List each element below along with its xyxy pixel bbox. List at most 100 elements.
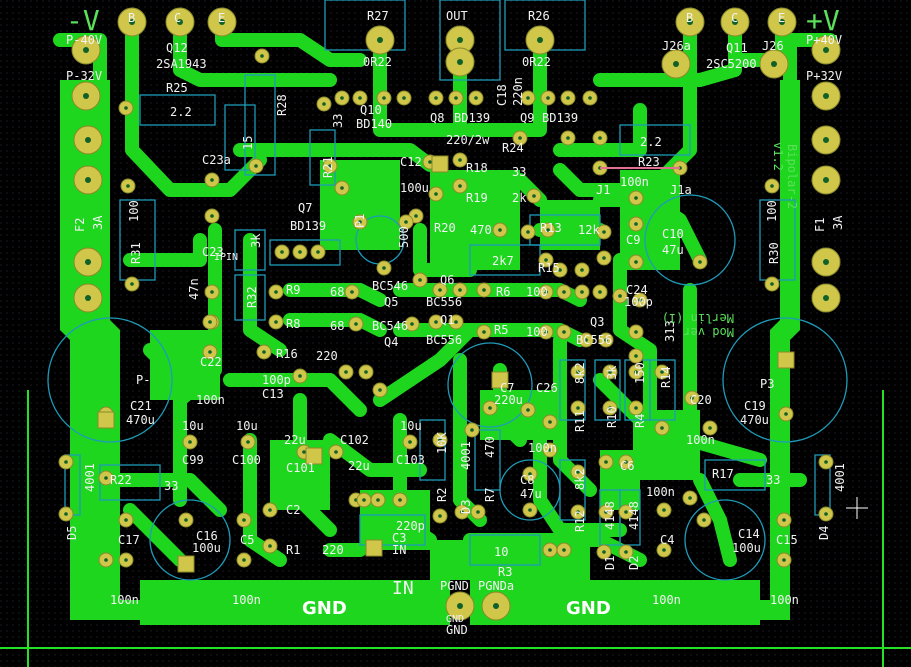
value-c21: 470u [126,413,155,427]
value-c8: 47u [520,487,542,501]
drill-hole [598,290,602,294]
square-pad[interactable] [97,411,115,429]
value-d2: 4148 [627,501,641,530]
value-r13: 12k [578,223,600,237]
drill-hole [457,603,463,609]
drill-hole [362,498,366,502]
label-r9: R9 [286,283,300,297]
drill-hole [210,214,214,218]
label-c17: C17 [118,533,140,547]
drill-hole [378,388,382,392]
square-pad[interactable] [305,447,323,465]
label-q7: Q7 [298,201,312,215]
drill-hole [476,510,480,514]
drill-hole [698,260,702,264]
drill-hole [598,136,602,140]
value-c12: 100u [400,181,429,195]
label-c101: C101 [286,461,315,475]
drill-hole [660,426,664,430]
label-c99: C99 [182,453,204,467]
component-outlines [47,0,848,581]
label-d3: D3 [459,500,473,514]
rating-f1: 3A [831,215,845,230]
drill-hole [64,512,68,516]
value-r17: 33 [766,473,780,487]
square-pad[interactable] [431,155,449,173]
square-pad[interactable] [491,371,509,389]
label-c21: C21 [130,399,152,413]
label-r26: R26 [528,9,550,23]
square-pad[interactable] [177,555,195,573]
drill-hole [340,96,344,100]
drill-hole [438,438,442,442]
value-c6: 100n [646,485,675,499]
drill-hole [316,250,320,254]
value-r31: 100 [127,200,141,222]
drill-hole [823,295,829,301]
value-r26: 0R22 [522,55,551,69]
label-d5: D5 [65,526,79,540]
label-q3-type: BC556 [576,333,612,347]
value-c13: 100p [262,373,291,387]
drill-hole [322,102,326,106]
drill-hole [602,550,606,554]
label-r10: R10 [605,406,619,428]
value-p1: 500 [397,226,411,248]
value-r15-top: 15 [241,136,255,150]
value-r11: 8k2 [573,362,587,384]
pgnd-label: PGND [440,579,469,593]
drill-hole [823,177,829,183]
rating-f2: 3A [91,215,105,230]
label-r32: R32 [245,286,259,308]
drill-hole [242,558,246,562]
drill-hole [662,508,666,512]
drill-hole [414,214,418,218]
label-q2-type: BC556 [426,333,462,347]
drill-hole [188,440,192,444]
value-r12: 8k2 [573,468,587,490]
label-in-small: IN [392,543,406,557]
drill-hole [104,558,108,562]
drill-hole [566,96,570,100]
label-c5: C5 [240,533,254,547]
drill-hole [576,470,580,474]
value-c5: 100n [232,593,261,607]
drill-hole [562,290,566,294]
value-c102: 22u [348,459,370,473]
drill-hole [771,61,777,67]
value-r1: 220 [322,543,344,557]
drill-hole [85,295,91,301]
drill-hole [526,230,530,234]
drill-hole [782,518,786,522]
drill-hole [518,136,522,140]
label-r24: R24 [502,141,524,155]
drill-hole [660,370,664,374]
label-j26: J26 [762,39,784,53]
label-c12: C12 [400,155,422,169]
value-c99: 10u [182,419,204,433]
drill-hole [482,330,486,334]
square-pad[interactable] [777,351,795,369]
label-q8: Q8 [430,111,444,125]
drill-hole [208,320,212,324]
square-pad[interactable] [365,539,383,557]
label-r11: R11 [573,410,587,432]
drill-hole [210,290,214,294]
ground-label-right: GND [566,598,611,619]
drill-hole [274,290,278,294]
label-c8: C8 [520,473,534,487]
drill-hole [823,137,829,143]
drill-hole [124,106,128,110]
drill-hole [690,396,694,400]
drill-hole [434,192,438,196]
gnd-bottom-label: GND [446,623,468,637]
label-c103: C103 [396,453,425,467]
gnd-pad-label: GND [446,614,464,625]
value-c17: 100n [110,593,139,607]
value-r9: 68 [330,285,344,299]
drill-hole [604,338,608,342]
drill-hole [210,178,214,182]
drill-hole [126,184,130,188]
label-c3: C3 [392,531,406,545]
